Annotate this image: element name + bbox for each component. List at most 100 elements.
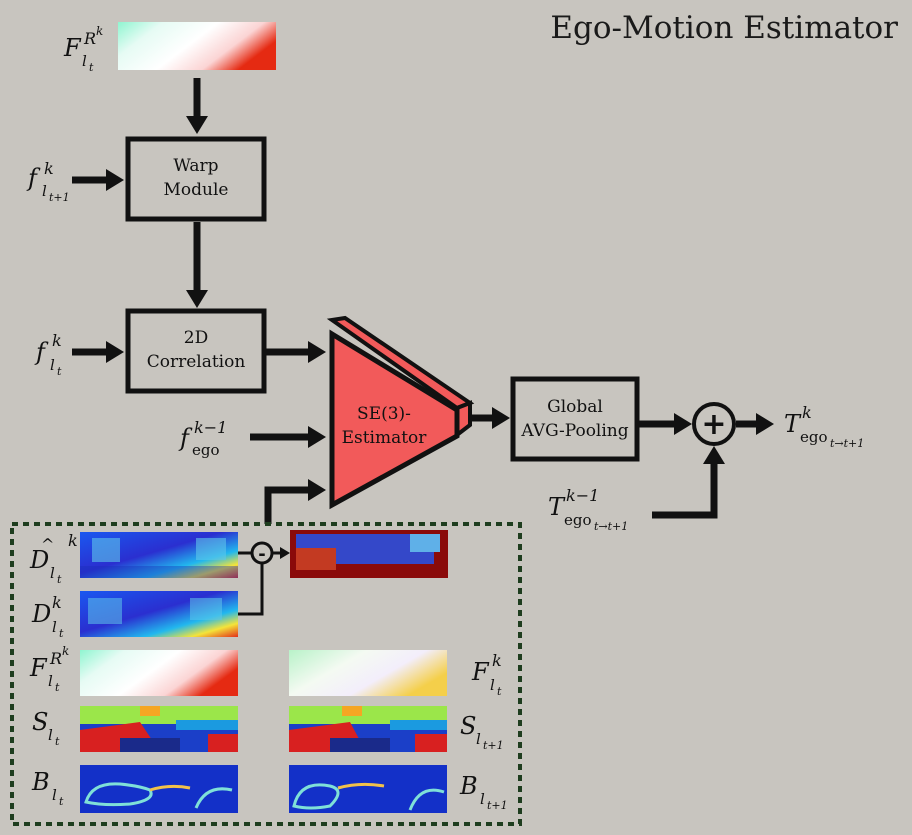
label-predicted-depth: D ^ l t k	[29, 531, 78, 586]
svg-text:B: B	[31, 768, 50, 796]
svg-text:l: l	[50, 564, 55, 582]
minus-sign: -	[258, 544, 265, 565]
corr-label-2: Correlation	[147, 352, 246, 372]
svg-text:F: F	[471, 658, 490, 686]
arrowhead-warp-to-corr	[186, 290, 208, 308]
pooling-box	[510, 376, 640, 462]
arrowhead-prev-to-plus	[703, 446, 725, 464]
warp-label-2: Module	[164, 180, 229, 200]
svg-text:ego: ego	[564, 511, 592, 529]
svg-text:k: k	[52, 331, 62, 350]
svg-text:k−1: k−1	[566, 486, 599, 505]
svg-text:t: t	[59, 627, 64, 640]
arrowhead-plus-to-output	[756, 413, 774, 435]
pool-label-1: Global	[547, 397, 603, 417]
flow-image	[289, 650, 447, 696]
boundaries-next-image	[289, 765, 447, 813]
arrowhead-feature-next	[106, 169, 124, 191]
svg-text:t+1: t+1	[487, 799, 508, 812]
se3-estimator	[326, 315, 475, 510]
connector-gt-to-minus	[238, 563, 264, 616]
svg-text:l: l	[476, 730, 481, 748]
arrowhead-flow-to-warp	[186, 116, 208, 134]
label-feature-current: f k l t	[34, 331, 62, 378]
svg-text:k: k	[96, 24, 103, 38]
svg-text:l: l	[82, 52, 87, 70]
se3-label-2: Estimator	[342, 428, 428, 448]
depth-difference-image	[290, 530, 448, 578]
flow-image-top	[118, 22, 276, 70]
svg-text:R: R	[83, 29, 96, 48]
arrowhead-corr-to-se3	[308, 341, 326, 363]
svg-text:t: t	[497, 685, 502, 698]
predicted-depth-image	[80, 532, 238, 578]
corr-label-1: 2D	[184, 328, 208, 348]
svg-text:t→t+1: t→t+1	[594, 520, 628, 533]
flow-rigid-image	[80, 650, 238, 696]
svg-text:k: k	[802, 403, 812, 422]
svg-text:t+1: t+1	[49, 191, 70, 204]
svg-text:f: f	[34, 338, 49, 366]
svg-text:l: l	[48, 726, 53, 744]
arrowhead-feature-to-corr	[106, 341, 124, 363]
svg-text:ego: ego	[800, 428, 828, 446]
svg-text:l: l	[50, 356, 55, 374]
semantics-current-image	[80, 706, 238, 752]
label-flow-rigid-top: F R k l t	[63, 24, 103, 74]
svg-text:l: l	[490, 676, 495, 694]
svg-text:t: t	[59, 795, 64, 808]
svg-text:l: l	[52, 618, 57, 636]
arrowhead-se3-to-pool	[492, 407, 510, 429]
arrowhead-ego-to-se3	[308, 426, 326, 448]
label-semantics-current: S l t	[32, 708, 60, 748]
warp-label-1: Warp	[173, 156, 218, 176]
svg-text:T: T	[548, 493, 566, 521]
svg-text:S: S	[32, 708, 48, 736]
arrowhead-pool-to-plus	[674, 413, 692, 435]
correlation-box	[125, 308, 267, 394]
svg-text:k: k	[62, 644, 69, 658]
label-depth: D k l t	[31, 593, 64, 640]
label-boundaries-current: B l t	[31, 768, 64, 808]
label-feature-ego: f k−1 ego	[178, 418, 227, 459]
svg-text:D: D	[29, 546, 49, 574]
svg-text:R: R	[49, 649, 62, 668]
arrowhead-minus-to-diff	[280, 547, 290, 559]
svg-text:t: t	[57, 365, 62, 378]
arrow-inputs-to-se3	[264, 486, 310, 524]
svg-text:ego: ego	[192, 441, 220, 459]
svg-text:D: D	[31, 600, 51, 628]
svg-text:t: t	[55, 735, 60, 748]
svg-text:^: ^	[41, 535, 54, 554]
svg-text:S: S	[460, 712, 476, 740]
label-previous-transform: T k−1 ego t→t+1	[548, 486, 628, 533]
svg-text:t→t+1: t→t+1	[830, 437, 864, 450]
svg-text:l: l	[52, 786, 57, 804]
svg-text:f: f	[178, 424, 193, 452]
svg-text:k: k	[44, 159, 54, 178]
label-output-transform: T k ego t→t+1	[784, 403, 864, 450]
label-boundaries-next: B l t+1	[459, 772, 508, 812]
arrow-prev-to-plus	[652, 462, 718, 519]
depth-image	[80, 591, 238, 637]
svg-text:k: k	[492, 651, 502, 670]
label-feature-next: f k l t+1	[26, 159, 70, 204]
pool-label-2: AVG-Pooling	[520, 421, 628, 441]
svg-text:k: k	[68, 531, 78, 550]
label-flow-rigid: F R k l t	[29, 644, 69, 694]
boundaries-current-image	[80, 765, 238, 813]
svg-text:t: t	[89, 61, 94, 74]
svg-text:B: B	[459, 772, 478, 800]
svg-text:t: t	[55, 681, 60, 694]
svg-text:k−1: k−1	[194, 418, 227, 437]
svg-text:F: F	[29, 654, 48, 682]
svg-text:t+1: t+1	[483, 739, 504, 752]
svg-text:F: F	[63, 34, 82, 62]
svg-text:k: k	[52, 593, 62, 612]
svg-text:t: t	[57, 573, 62, 586]
plus-circle	[692, 402, 736, 446]
svg-text:f: f	[26, 164, 41, 192]
arrowhead-inputs-to-se3	[308, 479, 326, 501]
inputs-container	[10, 522, 522, 826]
